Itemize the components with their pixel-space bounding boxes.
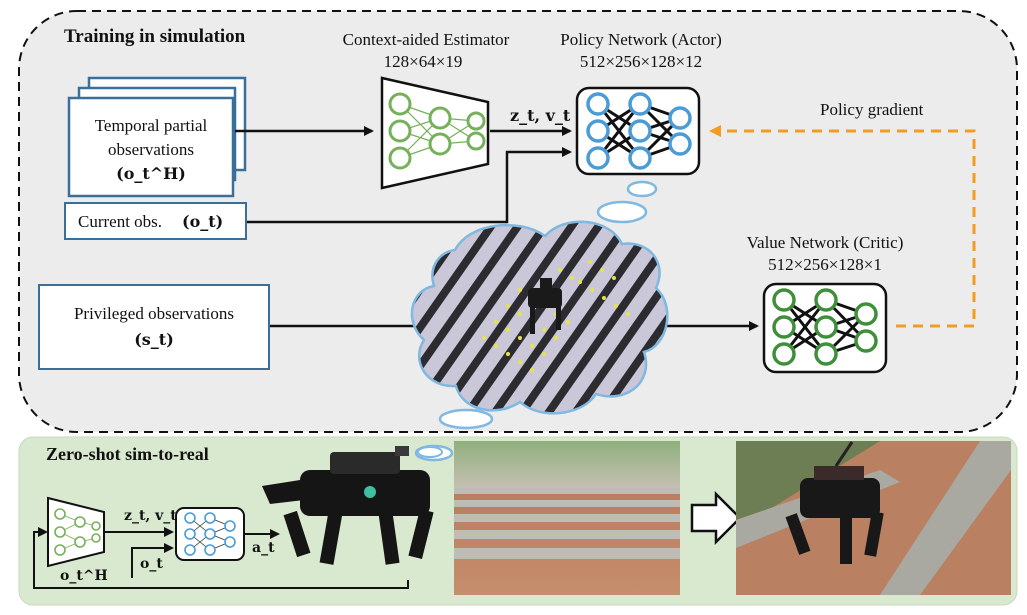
actor-dims: 512×256×128×12	[579, 52, 703, 71]
real-history-label: o_t^H	[60, 568, 108, 584]
training-section-title: Training in simulation	[64, 26, 246, 47]
real-action-label: a_t	[252, 540, 275, 556]
real-thought-bubbles	[417, 446, 443, 458]
critic-dims: 512×256×128×1	[768, 255, 882, 274]
real-actor-network	[175, 507, 245, 561]
simulation-cloud	[410, 220, 669, 415]
temporal-obs-line2: observations	[108, 140, 194, 159]
temporal-obs-symbol: (o_t^H)	[116, 164, 186, 183]
real-robot-photo	[736, 441, 1011, 595]
estimator-title: Context-aided Estimator	[342, 30, 510, 49]
critic-network	[762, 282, 888, 374]
temporal-observations-stack	[67, 76, 247, 198]
temporal-obs-line1: Temporal partial	[94, 116, 208, 135]
real-latent-label: z_t, v_t	[124, 508, 177, 524]
robot-image	[262, 446, 434, 565]
latent-edge-label: z_t, v_t	[510, 106, 571, 125]
current-obs-box	[64, 202, 247, 240]
real-obs-label: o_t	[140, 556, 163, 572]
real-arrow-obs-to-actor	[131, 543, 174, 578]
estimator-network	[380, 76, 490, 190]
real-feedback-loop	[33, 527, 409, 589]
policy-gradient-label: Policy gradient	[820, 100, 924, 119]
privileged-obs-box	[38, 284, 270, 370]
actor-network	[575, 86, 701, 176]
privileged-obs-label: Privileged observations	[73, 304, 235, 323]
current-obs-label: Current obs.	[78, 212, 163, 231]
stairs-photo	[454, 441, 680, 595]
privileged-obs-symbol: (s_t)	[134, 330, 174, 349]
estimator-dims: 128×64×19	[383, 52, 463, 71]
actor-title: Policy Network (Actor)	[560, 30, 722, 49]
critic-title: Value Network (Critic)	[746, 233, 904, 252]
real-section-title: Zero-shot sim-to-real	[46, 444, 209, 464]
policy-gradient-arrow	[709, 125, 976, 328]
transition-arrow	[690, 490, 742, 546]
current-obs-symbol: (o_t)	[182, 212, 224, 231]
real-estimator-network	[47, 496, 105, 568]
arrow-current-to-actor	[247, 147, 572, 224]
